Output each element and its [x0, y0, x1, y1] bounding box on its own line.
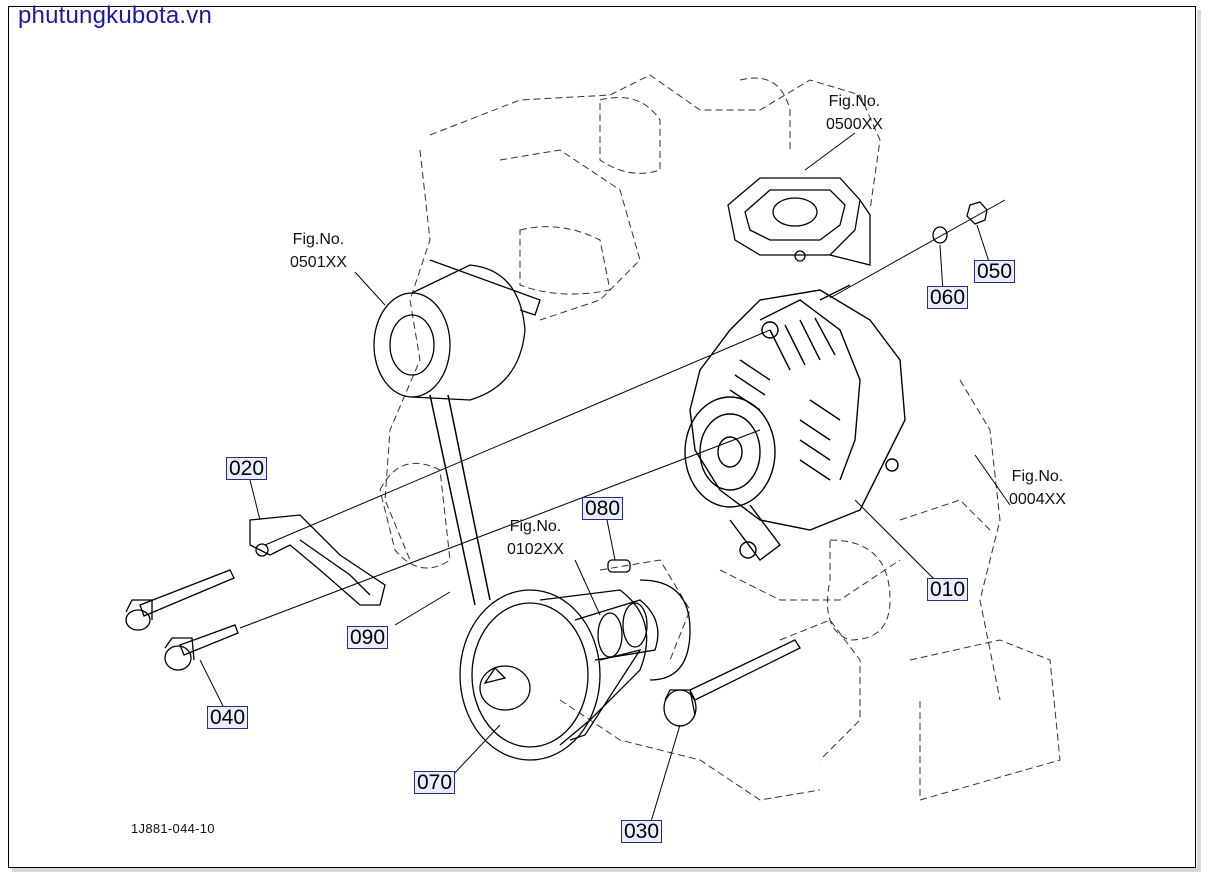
fig-ref-label: Fig.No.	[292, 231, 345, 248]
nut-and-washer	[932, 201, 988, 244]
fig-ref-number: 0500XX	[826, 116, 883, 133]
fig-ref-0501: Fig.No. 0501XX	[290, 228, 347, 274]
alternator-body	[684, 284, 906, 561]
frame-shadow	[12, 868, 1201, 872]
fan-belt	[429, 394, 491, 606]
bolts	[125, 569, 801, 727]
fig-ref-number: 0102XX	[507, 541, 564, 558]
part-callout-040[interactable]: 040	[207, 706, 249, 729]
thermostat-housing	[727, 177, 871, 266]
fig-ref-label: Fig.No.	[509, 518, 562, 535]
part-callout-090[interactable]: 090	[347, 626, 389, 649]
part-callout-010[interactable]: 010	[927, 578, 969, 601]
leader-lines	[199, 132, 1011, 826]
crankshaft-end	[574, 559, 691, 681]
diagram-frame	[8, 6, 1196, 868]
fig-ref-label: Fig.No.	[828, 93, 881, 110]
site-title[interactable]: phutungkubota.vn	[18, 2, 213, 29]
fig-ref-number: 0004XX	[1009, 491, 1066, 508]
part-callout-030[interactable]: 030	[621, 820, 663, 843]
adjusting-bracket	[249, 514, 386, 606]
crank-pulley	[459, 589, 648, 761]
part-callout-020[interactable]: 020	[226, 457, 268, 480]
fig-ref-number: 0501XX	[290, 254, 347, 271]
engine-block-outline	[379, 74, 1061, 801]
fig-ref-0102: Fig.No. 0102XX	[507, 515, 564, 561]
frame-shadow	[1197, 10, 1201, 872]
part-callout-060[interactable]: 060	[927, 286, 969, 309]
part-callout-080[interactable]: 080	[582, 497, 624, 520]
part-callout-050[interactable]: 050	[974, 260, 1016, 283]
fig-ref-0500: Fig.No. 0500XX	[826, 90, 883, 136]
fig-ref-0004: Fig.No. 0004XX	[1009, 465, 1066, 511]
drawing-number: 1J881-044-10	[131, 821, 215, 836]
part-callout-070[interactable]: 070	[414, 771, 456, 794]
fig-ref-label: Fig.No.	[1011, 468, 1064, 485]
fan-pulley	[373, 259, 541, 401]
